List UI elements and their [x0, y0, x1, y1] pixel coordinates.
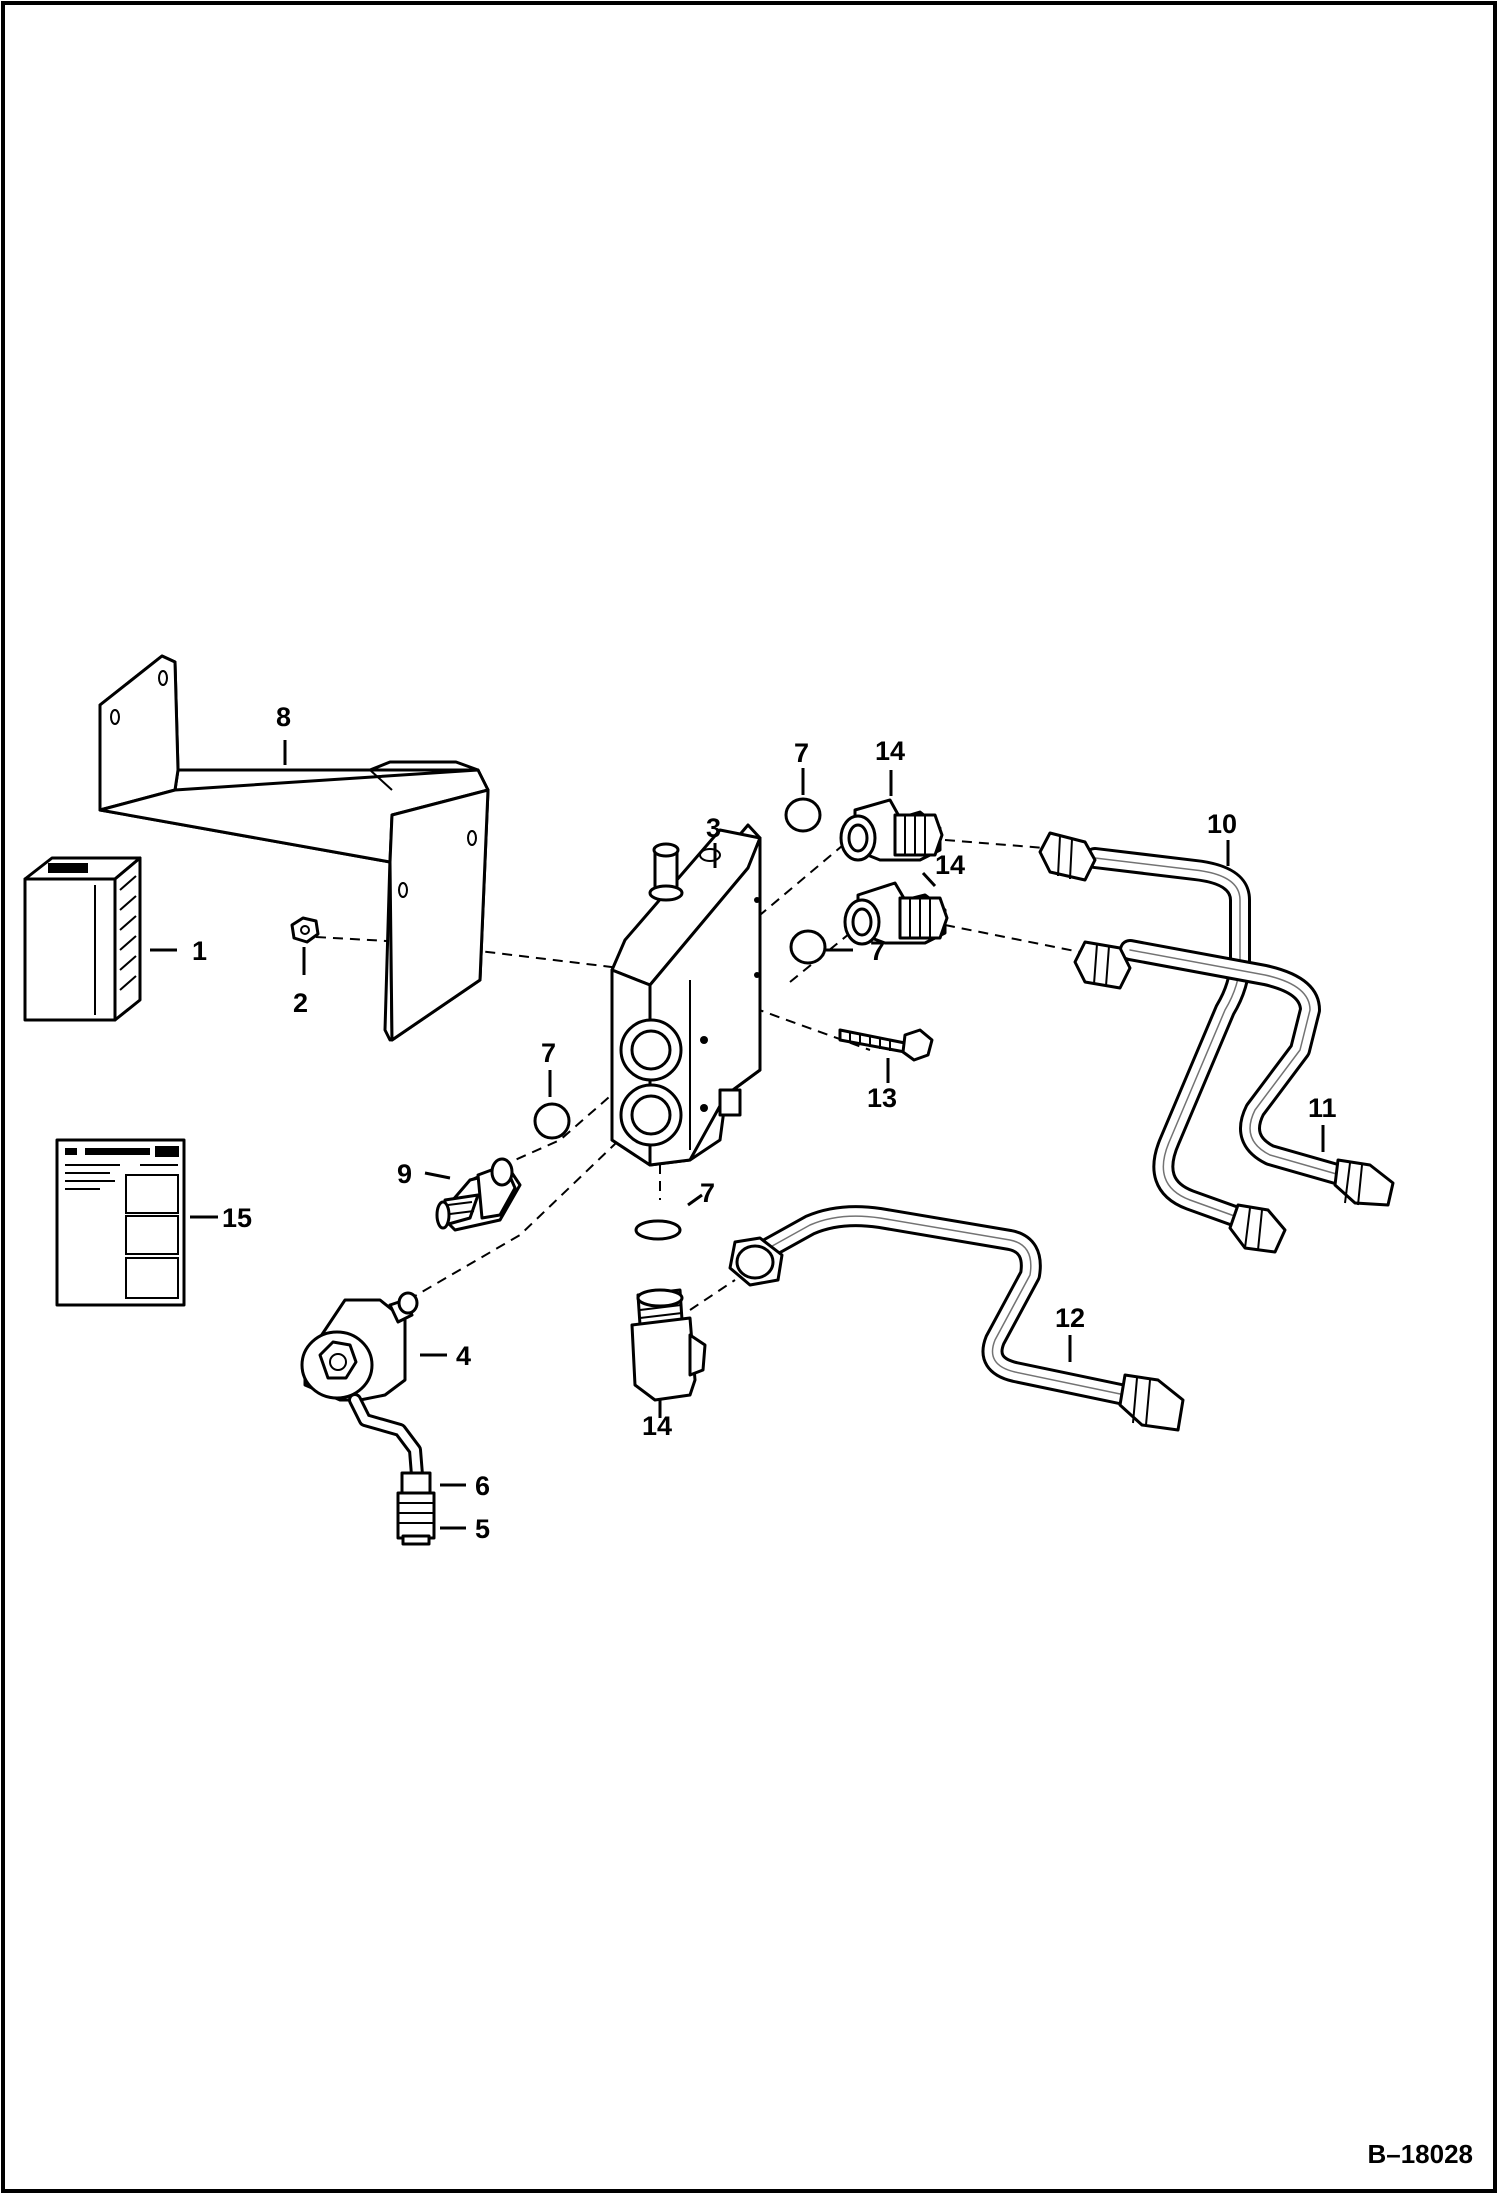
- part-4-solenoid-coil: [300, 1291, 419, 1402]
- callout-3: 3: [706, 813, 721, 843]
- callout-14-bottom: 14: [642, 1411, 672, 1441]
- callout-4: 4: [456, 1341, 471, 1371]
- part-5-connector: [396, 1491, 436, 1546]
- callout-7-top: 7: [794, 738, 809, 768]
- callout-11: 11: [1308, 1093, 1337, 1123]
- callout-13: 13: [867, 1083, 897, 1113]
- part-14-elbow-fitting-upper: [839, 798, 944, 862]
- part-15-decal: [55, 1138, 186, 1307]
- callout-14-middle: 14: [935, 850, 965, 880]
- part-6-connector-seal: [400, 1471, 432, 1495]
- callout-9: 9: [397, 1159, 412, 1189]
- callout-8: 8: [276, 702, 291, 732]
- callout-1: 1: [192, 936, 207, 966]
- callout-15: 15: [222, 1203, 252, 1233]
- part-3-valve-body: [610, 823, 762, 1167]
- part-7-o-rings: [533, 797, 827, 1241]
- part-4-coil-wire: [348, 1393, 424, 1482]
- part-9-fitting: [435, 1157, 522, 1232]
- callout-10: 10: [1207, 809, 1237, 839]
- part-14-fitting-lower: [630, 1288, 707, 1402]
- callout-2: 2: [293, 988, 308, 1018]
- part-10-tube: [1038, 831, 1287, 1254]
- callout-7-bottom: 7: [700, 1178, 715, 1208]
- part-13-bolt: [838, 1028, 934, 1062]
- callout-7-right: 7: [870, 936, 885, 966]
- figure-id: B–18028: [1367, 2139, 1473, 2169]
- part-14-elbow-fitting-middle: [843, 881, 949, 946]
- callout-labels: 1 2 3 4 5 6 7 7 7 7 8 9 10 11 12 13 14 1…: [192, 702, 1337, 1544]
- leader-lines: [150, 740, 1325, 1530]
- callout-14-top: 14: [875, 736, 905, 766]
- callout-7-left: 7: [541, 1038, 556, 1068]
- callout-5: 5: [475, 1514, 490, 1544]
- part-8-mounting-bracket: [98, 654, 490, 1042]
- callout-6: 6: [475, 1471, 490, 1501]
- part-1-manual-holder: [23, 856, 142, 1022]
- part-11-tube: [1073, 939, 1395, 1207]
- part-12-tube: [728, 1205, 1185, 1432]
- callout-12: 12: [1055, 1303, 1085, 1333]
- part-2-nut: [290, 916, 320, 944]
